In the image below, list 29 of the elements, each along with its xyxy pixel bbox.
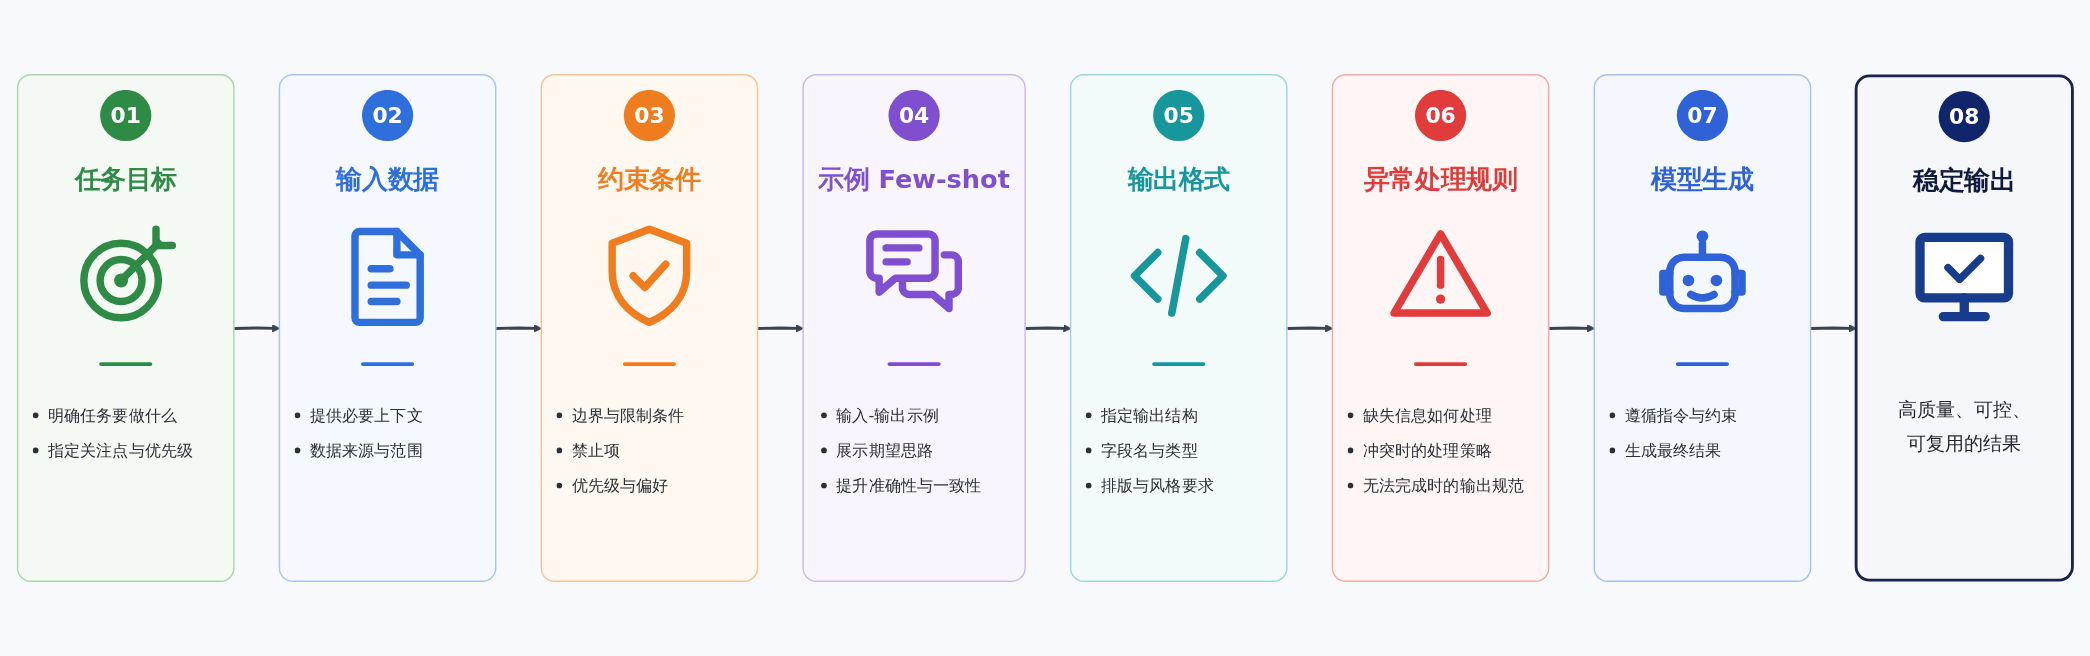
arrow [758,324,804,333]
arrow [1811,324,1857,333]
bullet-text: 禁止项 [571,439,620,461]
card-title: 示例 Few-shot [818,162,1010,196]
bullet-text: 明确任务要做什么 [47,404,177,426]
bullet-text: 排版与风格要求 [1100,475,1214,496]
bullet-text: 缺失信息如何处理 [1362,404,1492,426]
card-title: 输出格式 [1127,162,1230,196]
bullet-text: 无法完成时的输出规范 [1362,475,1525,496]
card-title: 约束条件 [598,162,701,196]
card-title: 模型生成 [1651,162,1754,196]
bullet-text: 遵循指令与约束 [1624,404,1738,426]
card-title: 输入数据 [336,162,439,196]
bullet-text: 生成最终结果 [1624,439,1722,461]
bullet-text: 输入-输出示例 [836,404,939,426]
bullet-text: 优先级与偏好 [571,475,669,496]
body-text: 高质量、可控、可复用的结果 [1896,396,2032,456]
bullet-text: 指定关注点与优先级 [47,439,194,461]
bullet-text: 数据来源与范围 [309,439,423,461]
bullet-text: 提升准确性与一致性 [836,475,982,496]
card-title: 稳定输出 [1913,164,2016,197]
bullet-text: 冲突时的处理策略 [1362,439,1492,461]
bullet-text: 指定输出结构 [1100,404,1198,426]
card-title: 任务目标 [74,162,177,196]
card-title: 异常处理规则 [1363,162,1518,196]
bullet-text: 边界与限制条件 [571,404,685,426]
bullet-text: 字段名与类型 [1100,439,1198,461]
bullet-text: 提供必要上下文 [309,404,423,426]
bullet-text: 展示期望思路 [836,439,934,461]
